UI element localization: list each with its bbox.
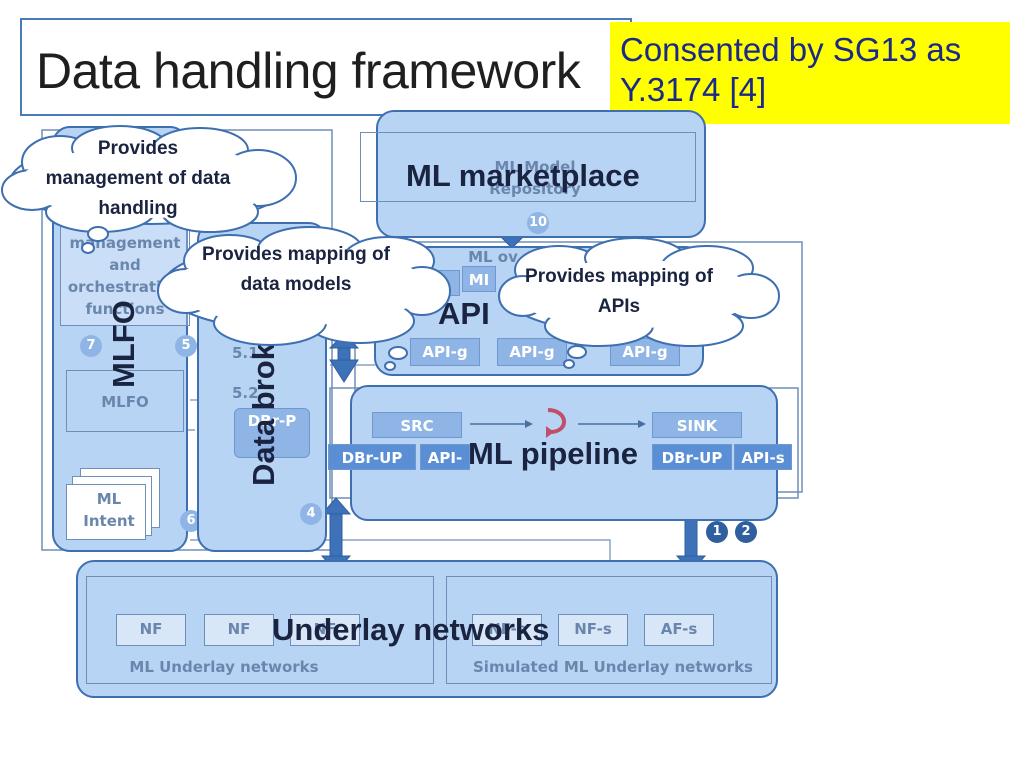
double-arrow-broker-api — [328, 333, 360, 383]
model-repository-box — [360, 132, 696, 202]
dbr-p-chip: DBr-P — [234, 408, 310, 458]
simulated-underlay-label: Simulated ML Underlay networks — [473, 658, 753, 676]
model-repository-label: ML Model Repository — [489, 158, 581, 198]
cloud-left-text: Provides management of data handling — [45, 138, 231, 219]
broker-step-5-2: 5.2 — [232, 384, 259, 402]
dbr-up-chip-left: DBr-UP — [328, 444, 416, 470]
cloud-mid-text: Provides mapping of data models — [202, 244, 390, 295]
mlfo-inner-box — [66, 370, 184, 432]
step-2-badge: 2 — [735, 521, 757, 543]
step-5-badge-mlfo: 5 — [175, 335, 197, 357]
intent-doc — [66, 484, 146, 540]
broker-step-5-1: 5.1 — [232, 344, 259, 362]
ml-overlay-label: ML ov — [468, 248, 518, 266]
dbr-up-chip-right: DBr-UP — [652, 444, 732, 470]
title-box — [20, 18, 632, 116]
api-g-chip-1: API-g — [410, 338, 480, 366]
mlfo-label: MLFO — [106, 300, 141, 388]
af-s-chip: AF-s — [644, 614, 714, 646]
intent-label: ML Intent — [83, 490, 135, 530]
step-4-badge: 4 — [300, 503, 322, 525]
step-1-badge: 1 — [706, 521, 728, 543]
simulated-underlay-box — [446, 576, 772, 684]
step-6-badge: 6 — [180, 510, 202, 532]
src-chip: SRC — [372, 412, 462, 438]
sink-chip: SINK — [652, 412, 742, 438]
cloud-right-text: Provides mapping of APIs — [525, 266, 713, 317]
nf-s-chip-2: NF-s — [558, 614, 628, 646]
mlfo-inner-label: MLFO — [101, 393, 149, 411]
api-g-chip-2: API-g — [497, 338, 567, 366]
ml-underlay-box — [86, 576, 434, 684]
slide-title: Data handling framework — [36, 43, 581, 99]
nf-chip-1: NF — [116, 614, 186, 646]
api-chip-left: API- — [420, 444, 470, 470]
ml-pipeline-label: ML pipeline — [468, 436, 638, 471]
nf-s-chip-1: NF-s — [472, 614, 542, 646]
underlay-networks-label: Underlay networks — [272, 612, 550, 647]
step-7-badge: 7 — [80, 335, 102, 357]
api-s-chip: API-s — [734, 444, 792, 470]
ml-underlay-label: ML Underlay networks — [129, 658, 319, 676]
api-g-chip-3: API-g — [610, 338, 680, 366]
nf-chip-2: NF — [204, 614, 274, 646]
api-chip-mi: MI — [462, 266, 496, 292]
cloud-left-shape — [1, 125, 297, 254]
mlfo-management-label: management and orchestration functions — [67, 234, 183, 318]
step-10-badge: 10 — [527, 212, 549, 234]
nf-chip-3: NF — [290, 614, 360, 646]
cloud-mid-shape — [157, 226, 451, 371]
pipeline-flow-icon — [470, 408, 646, 438]
consent-note: Consented by SG13 as Y.3174 [4] — [610, 22, 1010, 124]
ml-marketplace-label: ML marketplace — [406, 158, 640, 193]
cloud-right-shape — [498, 237, 780, 369]
